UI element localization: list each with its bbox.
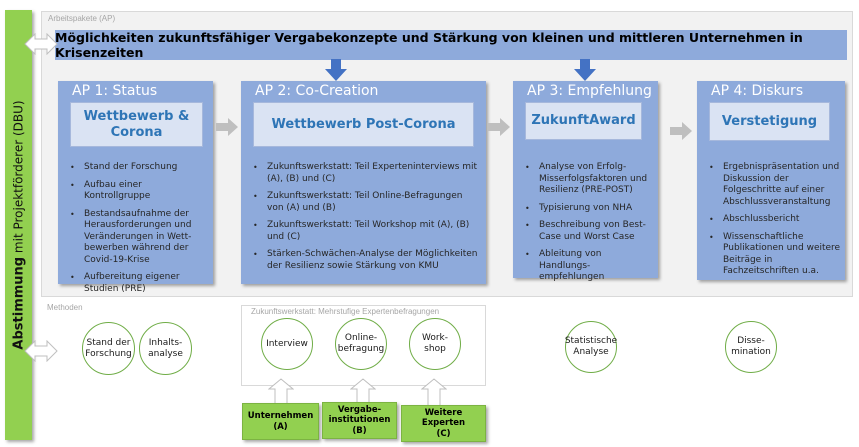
ap-title: Verstetigung: [709, 102, 830, 141]
ap-task: Aufbereitung eigener Studien (PRE): [70, 272, 210, 295]
method-circle: Inhalts- analyse: [139, 322, 192, 375]
work-packages-label: Arbeitspakete (AP): [48, 14, 116, 23]
sidebar-label: Abstimmung mit Projektförderer (DBU): [11, 100, 26, 349]
ap-task: Stärken-Schwächen-Analyse der Möglichkei…: [253, 249, 478, 272]
work-package-ap4: AP 4: Diskurs Verstetigung Ergebnispräse…: [697, 81, 845, 280]
methods-label: Methoden: [47, 303, 83, 312]
zukunftswerkstatt-label: Zukunftswerkstatt: Mehrstufige Expertenb…: [251, 307, 440, 316]
sidebar-label-bold: Abstimmung: [11, 256, 26, 350]
ap-heading: AP 4: Diskurs: [711, 83, 804, 99]
method-circle: Stand der Forschung: [82, 322, 135, 375]
work-package-ap3: AP 3: Empfehlung ZukunftAward Analyse vo…: [513, 81, 658, 282]
ap-title: Wettbewerb & Corona: [70, 102, 203, 147]
double-arrow-icon: [24, 340, 58, 362]
ap-task-list: Zukunftswerkstatt: Teil Expertenintervie…: [253, 162, 478, 278]
ap-task-list: Stand der Forschung Aufbau einer Kontrol…: [70, 162, 210, 301]
down-arrow-icon: [574, 59, 596, 81]
ap-task: Zukunftswerkstatt: Teil Online-Befragung…: [253, 191, 478, 214]
ap-task-list: Ergebnispräsentation und Diskussion der …: [709, 162, 842, 284]
project-title: Möglichkeiten zukunftsfähiger Vergabekon…: [55, 30, 847, 60]
ap-task: Beschreibung von Best-Case und Worst Cas…: [525, 220, 655, 243]
work-package-ap2: AP 2: Co-Creation Wettbewerb Post-Corona…: [241, 81, 486, 284]
ap-title: Wettbewerb Post-Corona: [253, 102, 474, 147]
ap-task: Typisierung von NHA: [525, 203, 655, 215]
stakeholder-box: Weitere Experten (C): [401, 405, 486, 442]
ap-task: Bestandsaufnahme der Herausforderungen u…: [70, 209, 210, 267]
down-arrow-icon: [325, 59, 347, 81]
method-circle: Disse- mination: [725, 321, 777, 373]
stakeholder-box: Unternehmen (A): [242, 403, 319, 440]
stakeholder-box: Vergabe- institutionen (B): [322, 402, 397, 439]
ap-task: Aufbau einer Kontrollgruppe: [70, 180, 210, 203]
sidebar-label-normal: mit Projektförderer (DBU): [11, 100, 25, 257]
method-circle: Statistische Analyse: [565, 321, 617, 373]
ap-heading: AP 2: Co-Creation: [255, 83, 379, 99]
ap-task-list: Analyse von Erfolg-Misserfolgsfaktoren u…: [525, 162, 655, 290]
ap-task: Abschlussbericht: [709, 214, 842, 226]
ap-task: Zukunftswerkstatt: Teil Expertenintervie…: [253, 162, 478, 185]
ap-task: Ableitung von Handlungs-empfehlungen: [525, 249, 655, 284]
ap-task: Zukunftswerkstatt: Teil Workshop mit (A)…: [253, 220, 478, 243]
method-circle: Online- befragung: [335, 318, 387, 370]
ap-task: Stand der Forschung: [70, 162, 210, 174]
ap-task: Wissenschaftliche Publikationen und weit…: [709, 232, 842, 278]
ap-title: ZukunftAward: [525, 102, 642, 140]
work-package-ap1: AP 1: Status Wettbewerb & Corona Stand d…: [58, 81, 213, 294]
right-arrow-icon: [488, 118, 510, 136]
ap-task: Ergebnispräsentation und Diskussion der …: [709, 162, 842, 208]
right-arrow-icon: [216, 118, 238, 136]
ap-task: Analyse von Erfolg-Misserfolgsfaktoren u…: [525, 162, 655, 197]
double-arrow-icon: [24, 33, 58, 55]
method-circle: Work- shop: [409, 318, 461, 370]
method-circle: Interview: [261, 318, 313, 370]
right-arrow-icon: [670, 122, 692, 140]
ap-heading: AP 3: Empfehlung: [527, 83, 652, 99]
dbu-coordination-bar: Abstimmung mit Projektförderer (DBU): [5, 10, 32, 440]
ap-heading: AP 1: Status: [72, 83, 158, 99]
